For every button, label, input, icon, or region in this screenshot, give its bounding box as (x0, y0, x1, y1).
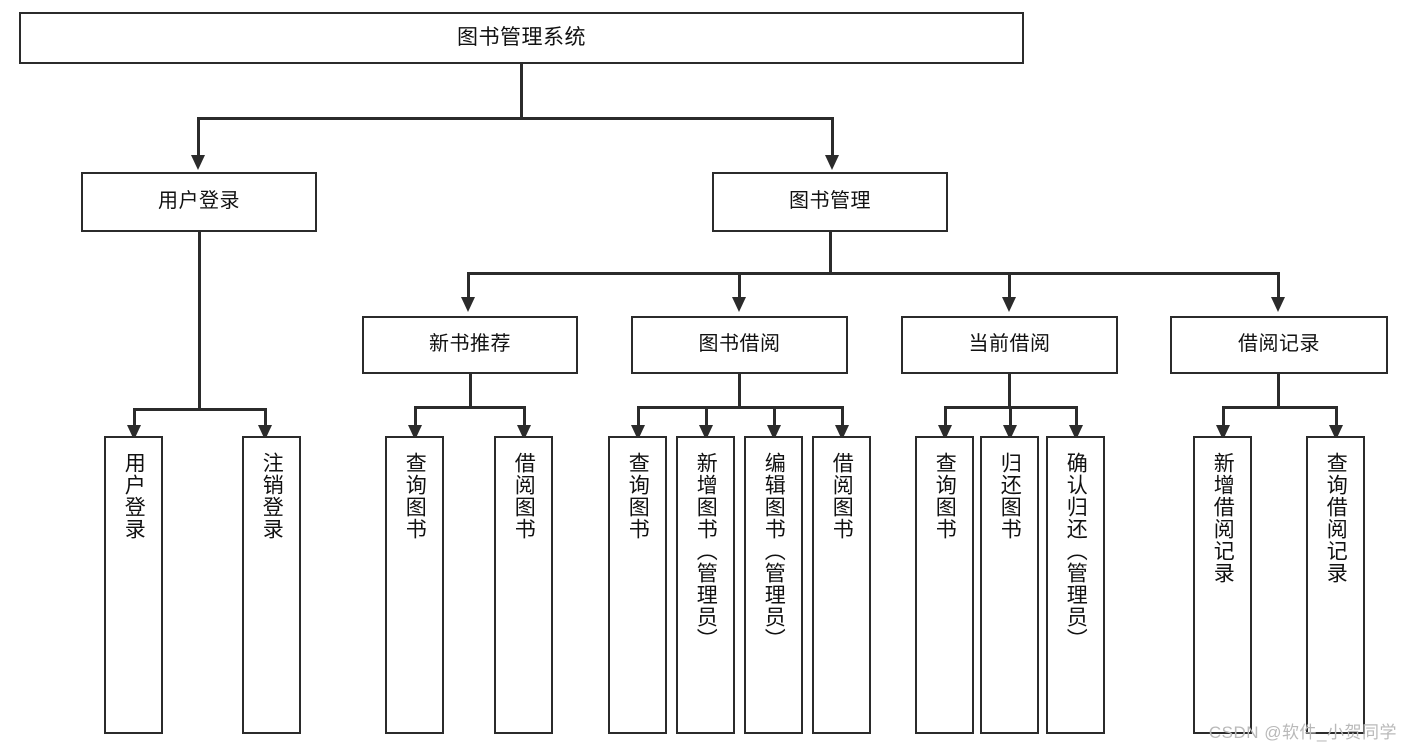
connector-to-book-borrow (738, 272, 741, 298)
connector-br-drop-1 (1222, 406, 1225, 426)
node-label: 归还图书 (998, 452, 1022, 540)
connector-book-mgmt-stem (829, 232, 832, 274)
node-label: 图书管理系统 (457, 25, 586, 49)
leaf-bb-add-book[interactable]: 新增图书（管理员） (676, 436, 735, 734)
arrow-to-borrow-record (1271, 297, 1285, 312)
connector-book-borrow-bus (637, 406, 843, 409)
leaf-br-query-record[interactable]: 查询借阅记录 (1306, 436, 1365, 734)
connector-new-book-drop-2 (523, 406, 526, 426)
arrow-to-current-borrow (1002, 297, 1016, 312)
connector-root-to-user-login (197, 117, 200, 155)
node-label: 新书推荐 (429, 333, 511, 356)
connector-bb-drop-1 (637, 406, 640, 426)
connector-cb-drop-3 (1075, 406, 1078, 426)
leaf-bb-edit-book[interactable]: 编辑图书（管理员） (744, 436, 803, 734)
connector-root-stem (520, 64, 523, 118)
node-label: 借阅图书 (512, 452, 536, 540)
arrow-to-user-login (191, 155, 205, 170)
connector-cb-drop-2 (1009, 406, 1012, 426)
watermark: CSDN @软件_小贺同学 (1208, 723, 1397, 742)
leaf-nb-borrow-book[interactable]: 借阅图书 (494, 436, 553, 734)
node-label: 借阅记录 (1238, 333, 1320, 356)
node-label: 当前借阅 (968, 333, 1051, 356)
leaf-bb-query-book[interactable]: 查询图书 (608, 436, 667, 734)
node-book-borrow[interactable]: 图书借阅 (631, 316, 848, 374)
node-current-borrow[interactable]: 当前借阅 (901, 316, 1118, 374)
node-label: 查询图书 (403, 452, 427, 540)
leaf-cb-confirm-return[interactable]: 确认归还（管理员） (1046, 436, 1105, 734)
node-borrow-record[interactable]: 借阅记录 (1170, 316, 1388, 374)
node-label: 查询借阅记录 (1324, 452, 1348, 584)
arrow-to-book-borrow (732, 297, 746, 312)
leaf-br-add-record[interactable]: 新增借阅记录 (1193, 436, 1252, 734)
node-user-login[interactable]: 用户登录 (81, 172, 317, 232)
node-label: 确认归还（管理员） (1064, 452, 1088, 650)
connector-user-login-drop-2 (264, 408, 267, 426)
connector-book-mgmt-bus (467, 272, 1279, 275)
node-label: 用户登录 (122, 452, 146, 540)
connector-borrow-record-bus (1222, 406, 1337, 409)
connector-new-book-drop-1 (414, 406, 417, 426)
node-book-management[interactable]: 图书管理 (712, 172, 948, 232)
connector-root-to-book-mgmt (831, 117, 834, 155)
node-label: 借阅图书 (830, 452, 854, 540)
node-label: 新增图书（管理员） (694, 452, 718, 650)
connector-user-login-bus (133, 408, 266, 411)
leaf-bb-borrow-book[interactable]: 借阅图书 (812, 436, 871, 734)
leaf-logout[interactable]: 注销登录 (242, 436, 301, 734)
node-label: 图书借阅 (698, 333, 781, 356)
connector-cb-drop-1 (944, 406, 947, 426)
connector-book-borrow-stem (738, 374, 741, 408)
node-label: 图书管理 (789, 190, 871, 213)
connector-to-new-book (467, 272, 470, 298)
connector-user-login-drop-1 (133, 408, 136, 426)
connector-borrow-record-stem (1277, 374, 1280, 408)
node-new-book-recommend[interactable]: 新书推荐 (362, 316, 578, 374)
connector-to-borrow-record (1277, 272, 1280, 298)
node-label: 注销登录 (260, 452, 284, 540)
leaf-user-login[interactable]: 用户登录 (104, 436, 163, 734)
arrow-to-new-book (461, 297, 475, 312)
connector-bb-drop-3 (773, 406, 776, 426)
leaf-cb-query-book[interactable]: 查询图书 (915, 436, 974, 734)
node-label: 查询图书 (933, 452, 957, 540)
arrow-to-book-mgmt (825, 155, 839, 170)
connector-to-current-borrow (1008, 272, 1011, 298)
leaf-cb-return-book[interactable]: 归还图书 (980, 436, 1039, 734)
connector-current-borrow-stem (1008, 374, 1011, 408)
node-root-system[interactable]: 图书管理系统 (19, 12, 1024, 64)
node-label: 编辑图书（管理员） (762, 452, 786, 650)
connector-new-book-stem (469, 374, 472, 408)
connector-new-book-bus (414, 406, 525, 409)
connector-br-drop-2 (1335, 406, 1338, 426)
leaf-nb-query-book[interactable]: 查询图书 (385, 436, 444, 734)
connector-root-bus (197, 117, 834, 120)
node-label: 用户登录 (158, 190, 240, 213)
node-label: 新增借阅记录 (1211, 452, 1235, 584)
node-label: 查询图书 (626, 452, 650, 540)
connector-bb-drop-2 (705, 406, 708, 426)
connector-user-login-stem (198, 232, 201, 410)
connector-bb-drop-4 (841, 406, 844, 426)
